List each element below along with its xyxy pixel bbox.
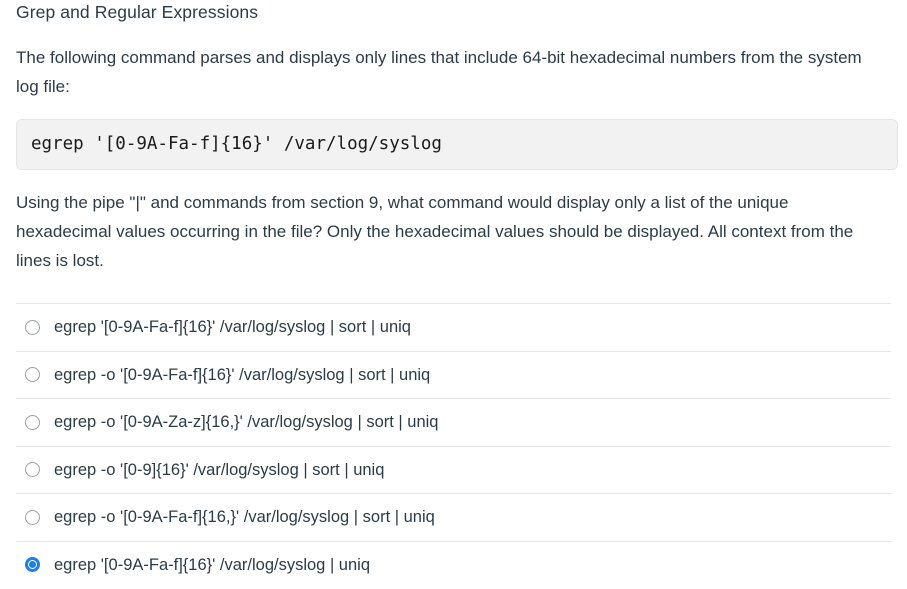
code-example-block: egrep '[0-9A-Fa-f]{16}' /var/log/syslog [16, 119, 898, 170]
answer-option-label: egrep '[0-9A-Fa-f]{16}' /var/log/syslog … [54, 318, 411, 337]
answer-option-4[interactable]: egrep -o '[0-9]{16}' /var/log/syslog | s… [16, 445, 891, 494]
radio-button-icon[interactable] [25, 462, 40, 478]
radio-button-icon[interactable] [25, 414, 40, 430]
radio-button-selected-icon[interactable] [25, 557, 40, 573]
answer-option-3[interactable]: egrep -o '[0-9A-Za-z]{16,}' /var/log/sys… [16, 398, 891, 446]
intro-paragraph: The following command parses and display… [16, 48, 862, 96]
radio-button-icon[interactable] [25, 509, 40, 525]
answer-option-label: egrep -o '[0-9]{16}' /var/log/syslog | s… [54, 460, 385, 479]
answer-option-label: egrep -o '[0-9A-Fa-f]{16,}' /var/log/sys… [54, 508, 435, 527]
radio-button-icon[interactable] [25, 367, 40, 383]
answer-option-2[interactable]: egrep -o '[0-9A-Fa-f]{16}' /var/log/sysl… [16, 350, 891, 399]
radio-button-icon[interactable] [25, 319, 40, 335]
question-paragraph: Using the pipe "|" and commands from sec… [16, 193, 854, 270]
answer-option-1[interactable]: egrep '[0-9A-Fa-f]{16}' /var/log/syslog … [16, 303, 891, 351]
answer-option-6[interactable]: egrep '[0-9A-Fa-f]{16}' /var/log/syslog … [16, 540, 891, 589]
answer-options-list: egrep '[0-9A-Fa-f]{16}' /var/log/syslog … [16, 303, 891, 588]
answer-option-label: egrep -o '[0-9A-Fa-f]{16}' /var/log/sysl… [54, 365, 431, 384]
answer-option-5[interactable]: egrep -o '[0-9A-Fa-f]{16,}' /var/log/sys… [16, 493, 891, 541]
answer-option-label: egrep '[0-9A-Fa-f]{16}' /var/log/syslog … [54, 555, 371, 574]
code-example-text: egrep '[0-9A-Fa-f]{16}' /var/log/syslog [31, 134, 442, 154]
page-title: Grep and Regular Expressions [16, 2, 259, 22]
answer-option-label: egrep -o '[0-9A-Za-z]{16,}' /var/log/sys… [54, 413, 439, 432]
